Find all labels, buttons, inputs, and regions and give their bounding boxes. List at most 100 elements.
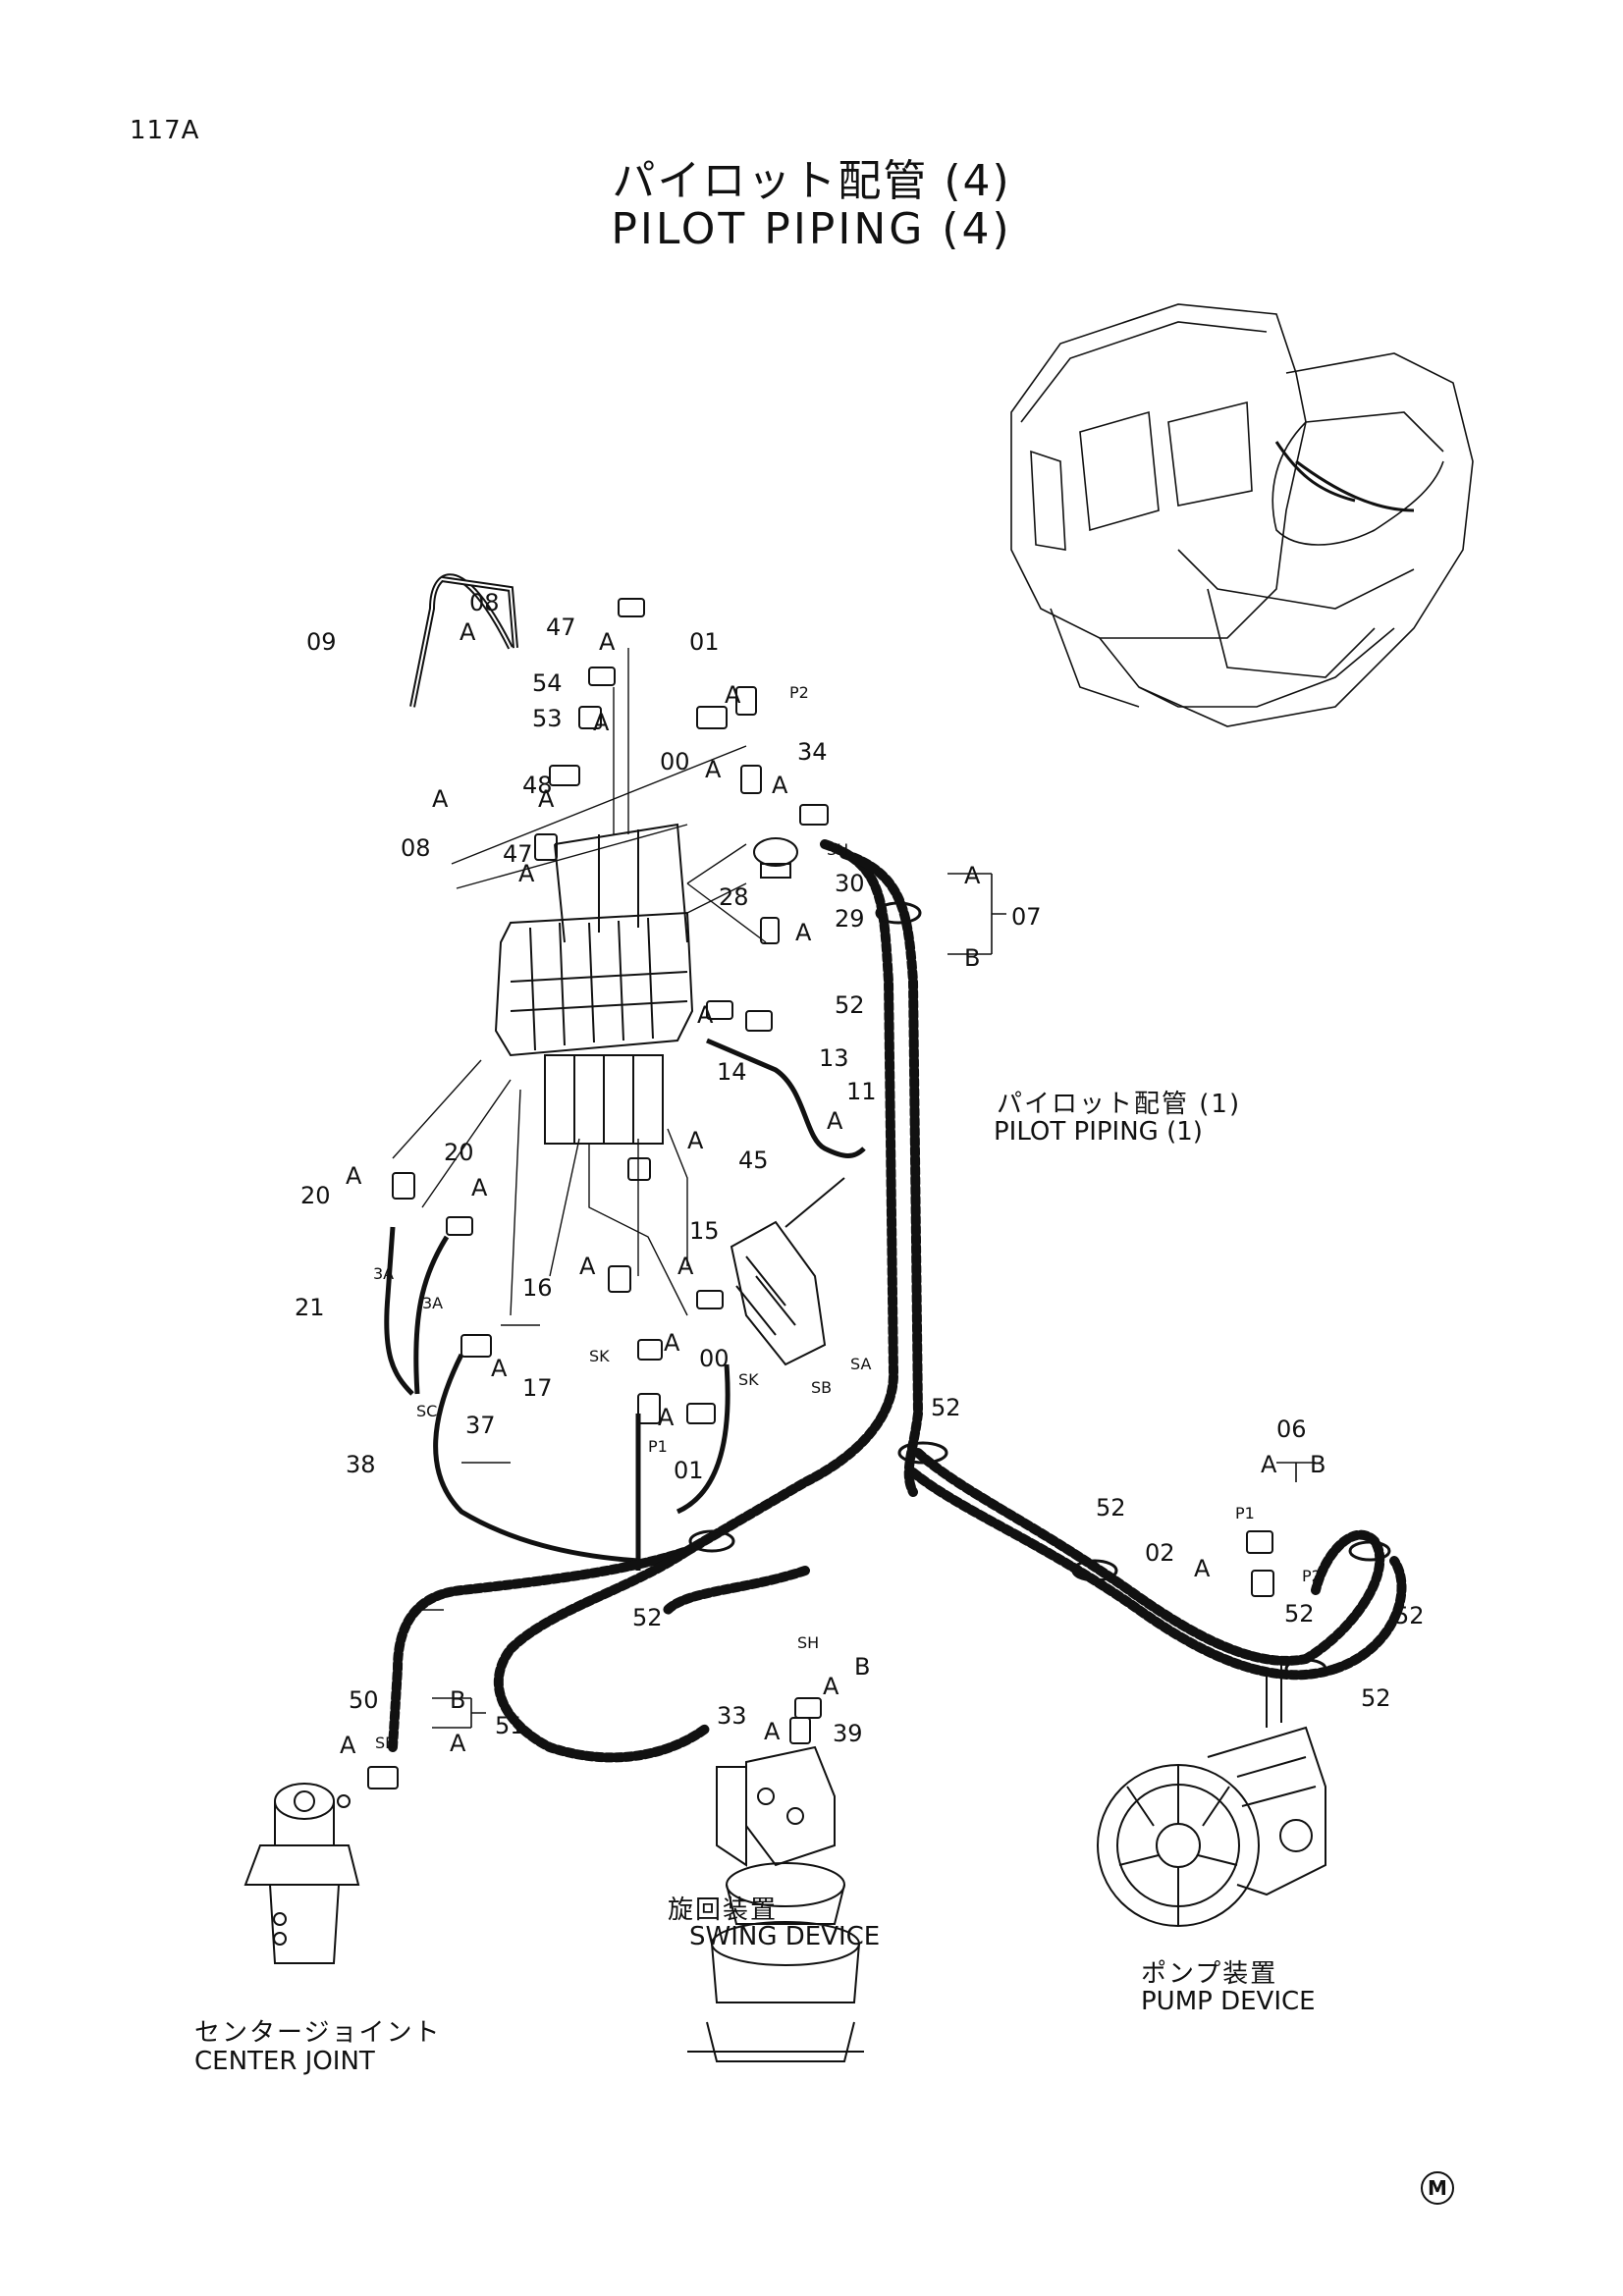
callout-52: 52 — [1096, 1494, 1126, 1522]
callout-37: 37 — [465, 1412, 496, 1439]
label-brackets — [412, 873, 1316, 1729]
port-code-sh: SH — [797, 1633, 820, 1652]
port-label-a: A — [827, 1107, 843, 1135]
callout-08: 08 — [401, 834, 431, 862]
port-code-3a: 3A — [373, 1264, 395, 1283]
center-joint-drawing — [243, 1783, 360, 1964]
callout-09: 09 — [306, 628, 337, 656]
callout-07: 07 — [1011, 903, 1042, 931]
callout-52: 52 — [1361, 1684, 1391, 1712]
callout-14: 14 — [717, 1058, 747, 1086]
port-label-a: A — [764, 1718, 781, 1745]
port-label-a: A — [1194, 1555, 1211, 1582]
hoses — [384, 1038, 866, 1571]
hose-clamps — [688, 901, 1391, 1680]
port-label-b: B — [854, 1653, 871, 1681]
callout-47: 47 — [503, 840, 533, 868]
port-label-a: A — [795, 919, 812, 946]
fittings — [337, 598, 1274, 1808]
port-label-a: A — [579, 1253, 596, 1280]
control-valve-block — [494, 823, 694, 1145]
swing-device-caption-en: SWING DEVICE — [689, 1922, 881, 1951]
port-label-a: A — [705, 756, 722, 783]
port-label-b: B — [450, 1686, 466, 1714]
pump-device-caption-en: PUMP DEVICE — [1141, 1987, 1316, 2016]
callout-52: 52 — [632, 1604, 663, 1631]
callout-01: 01 — [674, 1457, 704, 1484]
port-label-a: A — [340, 1732, 356, 1759]
port-code-p1: P1 — [648, 1437, 668, 1456]
pilot-piping-1-caption-en: PILOT PIPING (1) — [994, 1117, 1203, 1147]
port-code-sb: SB — [811, 1378, 833, 1397]
port-label-a: A — [518, 860, 535, 887]
port-label-a: A — [964, 862, 981, 889]
port-label-a: A — [460, 618, 476, 646]
callout-16: 16 — [522, 1274, 553, 1302]
callout-20: 20 — [300, 1182, 331, 1209]
callout-28: 28 — [719, 883, 749, 911]
callout-21: 21 — [295, 1294, 325, 1321]
port-label-a: A — [491, 1355, 508, 1382]
port-label-a: A — [725, 681, 741, 709]
page-number: 117A — [130, 116, 200, 145]
callout-53: 53 — [532, 705, 563, 732]
pipe-09 — [409, 573, 518, 708]
callout-17: 17 — [522, 1374, 553, 1402]
port-label-a: A — [677, 1253, 694, 1280]
port-code-sc: SC — [416, 1402, 438, 1420]
port-label-a: A — [432, 785, 449, 813]
callout-33: 33 — [717, 1702, 747, 1730]
callout-01: 01 — [689, 628, 720, 656]
callout-15: 15 — [689, 1217, 720, 1245]
swing-device-drawing — [687, 1745, 864, 2062]
pilot-piping-1-valve — [730, 1177, 845, 1366]
callout-54: 54 — [532, 669, 563, 697]
port-label-b: B — [964, 944, 981, 972]
callout-51: 51 — [495, 1712, 525, 1739]
port-label-a: A — [823, 1673, 839, 1700]
port-label-a: A — [593, 709, 610, 736]
pump-device-caption-jp: ポンプ装置 — [1141, 1959, 1278, 1989]
callout-29: 29 — [835, 905, 865, 933]
port-code-sa: SA — [850, 1355, 872, 1373]
port-label-a: A — [538, 785, 555, 813]
callout-52: 52 — [931, 1394, 961, 1421]
pump-device-drawing — [1097, 1659, 1326, 1927]
port-code-3a: 3A — [422, 1294, 444, 1312]
port-label-a: A — [471, 1174, 488, 1201]
callout-00: 00 — [699, 1345, 730, 1372]
excavator-overview-drawing — [1010, 303, 1474, 727]
leader-lines — [392, 648, 767, 1316]
corrugated-hose-bundle — [388, 839, 1407, 1763]
port-label-a: A — [697, 1001, 714, 1029]
port-label-a: A — [1261, 1451, 1277, 1478]
port-code-sk: SK — [589, 1347, 610, 1365]
port-label-a: A — [599, 628, 616, 656]
callout-47: 47 — [546, 614, 576, 641]
port-code-p2: P2 — [1302, 1567, 1322, 1585]
port-label-a: A — [346, 1162, 362, 1190]
port-label-a: A — [658, 1404, 675, 1431]
callout-00: 00 — [660, 748, 690, 775]
callout-45: 45 — [738, 1147, 769, 1174]
callout-30: 30 — [835, 870, 865, 897]
callout-34: 34 — [797, 738, 828, 766]
port-label-a: A — [687, 1127, 704, 1154]
title-english: PILOT PIPING (4) — [611, 204, 1012, 254]
port-code-sb: SB — [375, 1734, 397, 1752]
callout-52: 52 — [1284, 1600, 1315, 1628]
callout-52: 52 — [1394, 1602, 1425, 1629]
callout-38: 38 — [346, 1451, 376, 1478]
callout-11: 11 — [846, 1078, 877, 1105]
callout-13: 13 — [819, 1044, 849, 1072]
title-japanese: パイロット配管 (4) — [612, 156, 1011, 206]
port-label-a: A — [664, 1329, 680, 1357]
callout-08: 08 — [469, 589, 500, 616]
callout-20: 20 — [444, 1139, 474, 1166]
callout-50: 50 — [349, 1686, 379, 1714]
center-joint-caption-jp: センタージョイント — [194, 2018, 442, 2048]
pilot-piping-1-caption-jp: パイロット配管 (1) — [997, 1090, 1242, 1119]
callout-39: 39 — [833, 1720, 863, 1747]
port-code-p1: P1 — [1235, 1504, 1255, 1522]
